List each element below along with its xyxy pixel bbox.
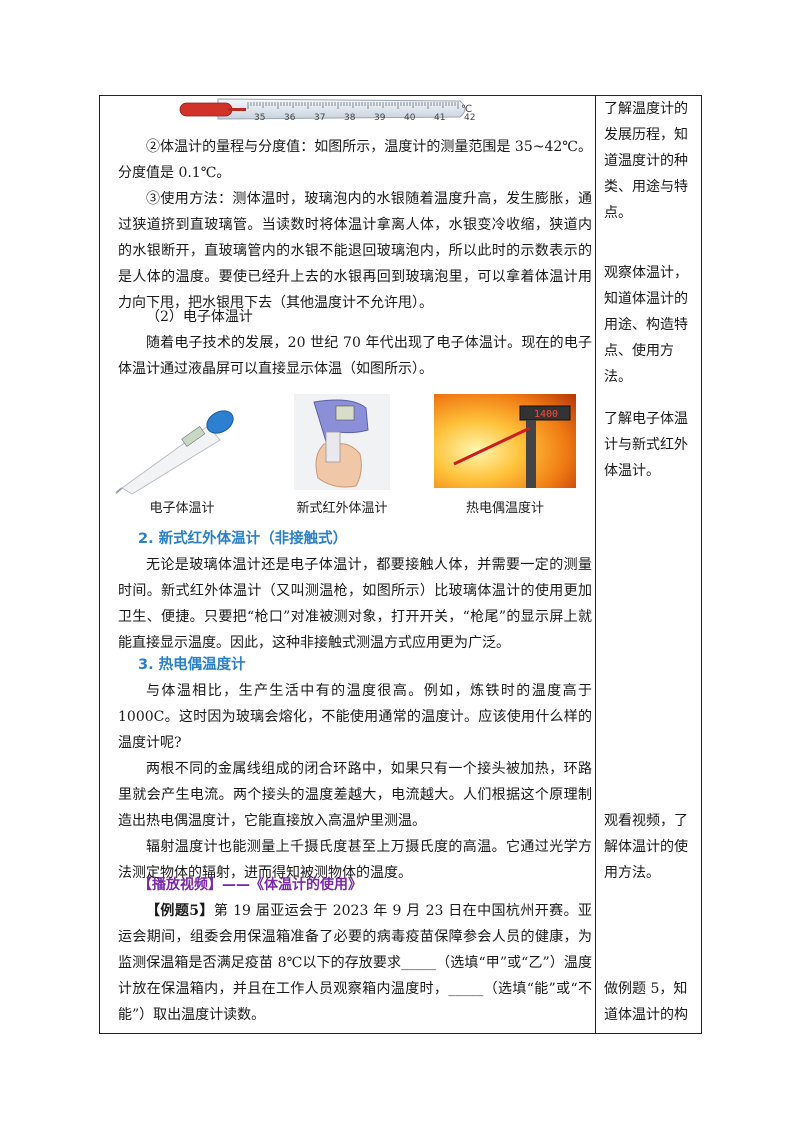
electronic-thermometer-image	[115, 410, 234, 495]
side-note-3: 了解电子体温计与新式红外体温计。	[604, 411, 688, 479]
paragraph-radiation: 辐射温度计也能测量上千摄氏度甚至上万摄氏度的高温。它通过光学方法测定物体的辐射，…	[118, 839, 592, 881]
paragraph-high-temp: 与体温相比，生产生活中有的温度很高。例如，炼铁时的温度高于 1000C。这时因为…	[118, 683, 592, 751]
paragraph-electronic: 随着电子技术的发展，20 世纪 70 年代出现了电子体温计。现在的电子体温计通过…	[118, 335, 592, 377]
paragraph-infrared: 无论是玻璃体温计还是电子体温计，都要接触人体，并需要一定的测量时间。新式红外体温…	[118, 557, 592, 651]
tick-35: 35	[254, 113, 265, 123]
lesson-table: 35 36 37 38 39 40 41 42 ℃ ②体温计的量程与分度值：如图…	[99, 95, 702, 1034]
tick-36: 36	[284, 113, 296, 123]
paragraph-thermocouple-principle: 两根不同的金属线组成的闭合环路中，如果只有一个接头被加热，环路里就会产生电流。两…	[118, 761, 592, 829]
tick-42: 42	[464, 113, 475, 123]
main-column: 35 36 37 38 39 40 41 42 ℃ ②体温计的量程与分度值：如图…	[100, 96, 595, 1033]
example-label: 【例题5】	[146, 903, 214, 919]
paragraph-range: ②体温计的量程与分度值：如图所示，温度计的测量范围是 35~42℃。分度值是 0…	[118, 139, 592, 181]
tick-39: 39	[374, 113, 386, 123]
side-note-1: 了解温度计的发展历程，知道温度计的种类、用途与特点。	[604, 101, 688, 221]
column-divider	[595, 96, 596, 1033]
side-note-4: 观看视频，了解体温计的使用方法。	[604, 813, 688, 881]
clinical-thermometer-image: 35 36 37 38 39 40 41 42 ℃	[179, 98, 475, 123]
caption-infrared: 新式红外体温计	[296, 501, 388, 516]
side-column: 了解温度计的发展历程，知道温度计的种类、用途与特点。 观察体温计，知道体温计的用…	[596, 96, 702, 1033]
caption-thermocouple: 热电偶温度计	[465, 501, 544, 516]
thermocouple-image: 1400	[434, 394, 576, 488]
example-5: 【例题5】第 19 届亚运会于 2023 年 9 月 23 日在中国杭州开赛。亚…	[118, 898, 592, 1028]
tick-40: 40	[404, 113, 416, 123]
tick-41: 41	[434, 113, 445, 123]
side-note-2: 观察体温计，知道体温计的用途、构造特点、使用方法。	[604, 265, 688, 385]
subheading-electronic: （2）电子体温计	[146, 309, 253, 325]
paragraph-usage: ③使用方法：测体温时，玻璃泡内的水银随着温度升高，发生膨胀，通过狭道挤到直玻璃管…	[118, 191, 592, 311]
infrared-thermometer-image	[294, 394, 390, 490]
caption-electronic: 电子体温计	[149, 501, 215, 516]
thermocouple-display-reading: 1400	[534, 409, 558, 420]
example-text: 第 19 届亚运会于 2023 年 9 月 23 日在中国杭州开赛。亚运会期间，…	[118, 903, 592, 1023]
side-note-5: 做例题 5，知道体温计的构	[604, 981, 688, 1023]
thermometer-scale	[247, 102, 459, 109]
video-link[interactable]: 【播放视频】——《体温计的使用》	[138, 877, 362, 893]
tick-37: 37	[314, 113, 325, 123]
tick-38: 38	[344, 113, 356, 123]
heading-thermocouple: 3. 热电偶温度计	[138, 657, 246, 673]
unit-label: ℃	[461, 104, 472, 115]
heading-infrared: 2. 新式红外体温计（非接触式）	[138, 531, 348, 547]
